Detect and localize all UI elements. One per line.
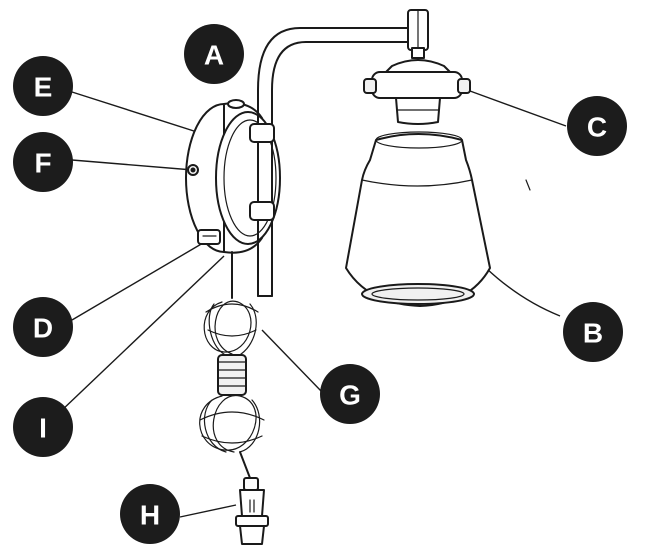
marker-i: I xyxy=(13,397,73,457)
cord-clip xyxy=(197,229,221,245)
leader-c xyxy=(469,90,567,127)
lamp-arm xyxy=(249,9,429,297)
marker-c: C xyxy=(567,96,627,156)
marker-e: E xyxy=(13,56,73,116)
marker-f-label: F xyxy=(34,148,51,179)
glass-shade xyxy=(345,131,531,307)
marker-a-label: A xyxy=(204,40,224,71)
marker-i-label: I xyxy=(39,413,47,444)
power-cord xyxy=(199,251,265,479)
marker-b: B xyxy=(563,302,623,362)
marker-a: A xyxy=(184,24,244,84)
shade-highlight xyxy=(525,179,531,191)
marker-d: D xyxy=(13,297,73,357)
marker-c-label: C xyxy=(587,112,607,143)
plug xyxy=(235,477,269,545)
leader-h xyxy=(179,504,237,518)
socket-holder xyxy=(363,47,471,125)
leader-g xyxy=(261,329,323,393)
marker-h-label: H xyxy=(140,500,160,531)
leader-b xyxy=(485,267,561,317)
marker-h: H xyxy=(120,484,180,544)
leader-i xyxy=(59,255,225,413)
marker-b-label: B xyxy=(583,318,603,349)
marker-g: G xyxy=(320,364,380,424)
marker-e-label: E xyxy=(34,72,53,103)
marker-d-label: D xyxy=(33,313,53,344)
switch-knob-center xyxy=(190,167,196,173)
leader-f xyxy=(71,159,194,171)
marker-f: F xyxy=(13,132,73,192)
leader-lines xyxy=(59,90,567,518)
marker-g-label: G xyxy=(339,380,361,411)
leader-d xyxy=(71,242,204,321)
leader-e xyxy=(71,91,198,133)
